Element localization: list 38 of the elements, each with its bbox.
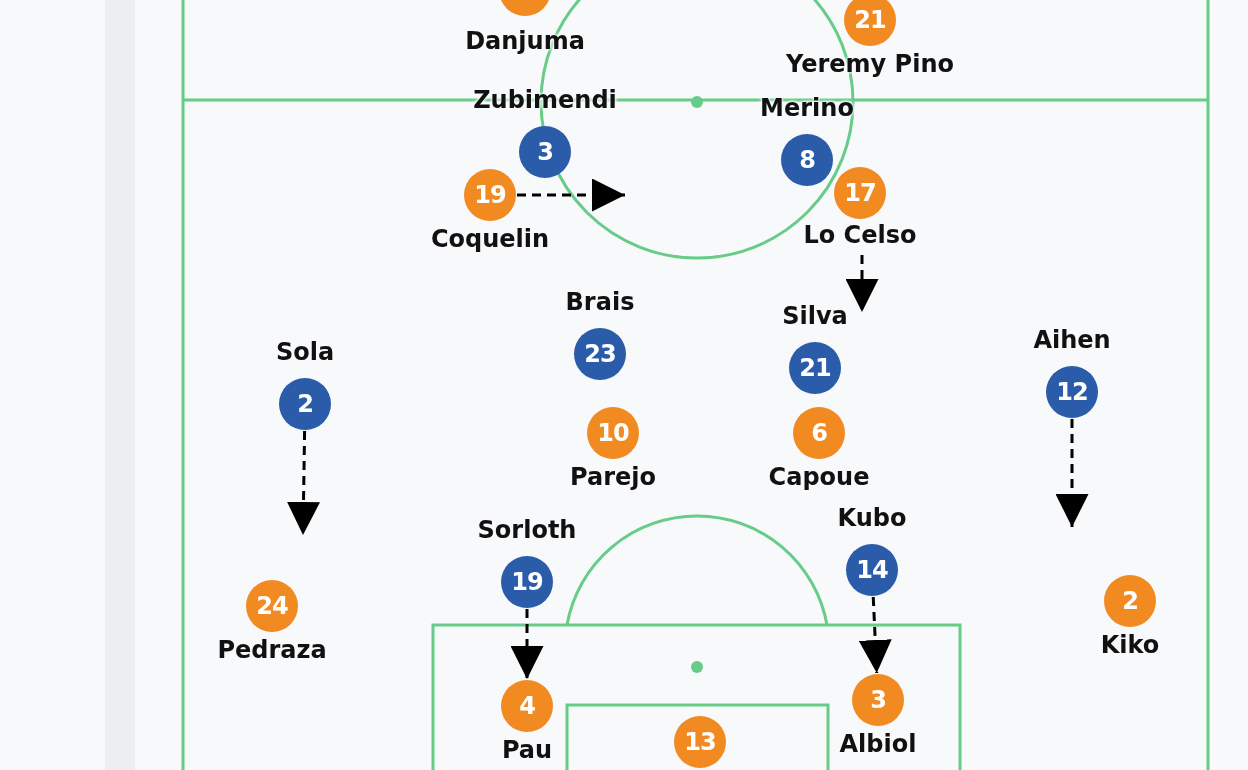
player-marker: 3 — [852, 674, 904, 726]
player-name: Sola — [275, 338, 335, 366]
player-marker: 2 — [1104, 575, 1156, 627]
player-marker: 24 — [246, 580, 298, 632]
player-name: Pau — [501, 736, 553, 764]
player-name: Sorloth — [477, 516, 577, 544]
player-marker: 4 — [501, 680, 553, 732]
movement-arrow — [287, 430, 320, 536]
player-marker: 23 — [574, 328, 626, 380]
player-name: Silva — [782, 302, 848, 330]
player-name: Parejo — [570, 463, 656, 491]
player-name: Brais — [565, 288, 635, 316]
movement-arrow — [1055, 419, 1089, 527]
player-name: Capoue — [768, 463, 870, 491]
player-marker: 10 — [587, 407, 639, 459]
movement-arrow — [517, 178, 625, 212]
player-marker: 6 — [793, 407, 845, 459]
player-marker: 17 — [834, 167, 886, 219]
player-marker: 8 — [781, 134, 833, 186]
player-marker: 19 — [501, 556, 553, 608]
player-name: Coquelin — [430, 225, 550, 253]
player-marker: 21 — [789, 342, 841, 394]
player-name: Kubo — [837, 504, 907, 532]
player-marker: 21 — [844, 0, 896, 46]
player-marker: 13 — [674, 716, 726, 768]
player-marker: 19 — [464, 169, 516, 221]
player-name: Aihen — [1033, 326, 1111, 354]
player-marker: 12 — [1046, 366, 1098, 418]
movement-arrow — [510, 609, 544, 679]
player-marker: 3 — [519, 126, 571, 178]
player-name: Lo Celso — [803, 221, 917, 249]
movement-arrow — [858, 596, 892, 674]
player-marker: 2 — [279, 378, 331, 430]
player-marker: 14 — [846, 544, 898, 596]
player-name: Kiko — [1100, 631, 1160, 659]
movement-arrow — [845, 255, 879, 312]
player-name: Pedraza — [217, 636, 327, 664]
player-name: Albiol — [839, 730, 917, 758]
